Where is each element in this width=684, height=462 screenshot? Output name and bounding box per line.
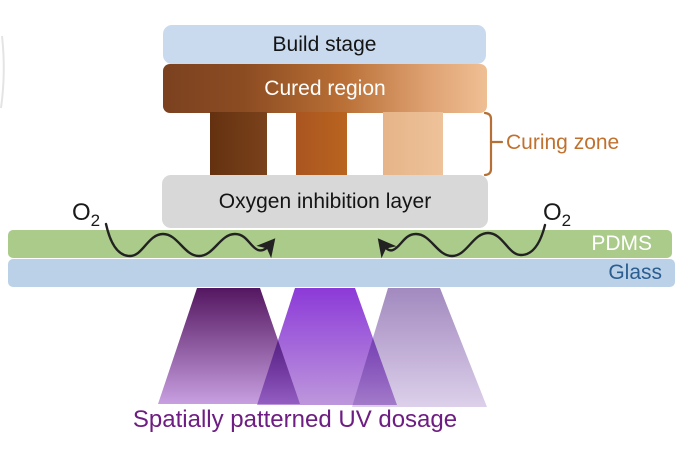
pdms-layer-band: PDMS (8, 230, 672, 258)
cured-pillar-light (383, 112, 443, 175)
uv-beam-high-dose (158, 288, 300, 404)
oxygen-inhibition-layer-block: Oxygen inhibition layer (162, 175, 488, 228)
o2-left-subscript: 2 (90, 211, 101, 230)
o2-left-base: O (72, 199, 91, 226)
o2-label-left: O2 (72, 199, 100, 231)
cured-region-label: Cured region (264, 76, 386, 100)
o2-right-subscript: 2 (561, 211, 572, 230)
cured-pillar-medium (296, 112, 347, 175)
curing-zone-label: Curing zone (506, 131, 620, 154)
curing-zone-bracket (483, 111, 504, 177)
o2-right-base: O (543, 199, 562, 226)
glass-layer-band: Glass (8, 259, 675, 287)
build-stage-label: Build stage (272, 32, 377, 56)
uv-beam-low-dose (352, 288, 487, 407)
build-stage-block: Build stage (163, 25, 486, 64)
left-edge-arc-decoration (0, 35, 5, 109)
glass-label: Glass (608, 261, 662, 284)
oxygen-inhibition-layer-label: Oxygen inhibition layer (218, 189, 432, 213)
uv-dosage-caption: Spatially patterned UV dosage (132, 406, 458, 433)
pdms-label: PDMS (591, 232, 652, 255)
cured-region-block: Cured region (163, 64, 487, 113)
o2-label-right: O2 (543, 199, 571, 231)
uv-beam-medium-dose (257, 288, 397, 405)
cured-pillar-dark (210, 112, 267, 175)
